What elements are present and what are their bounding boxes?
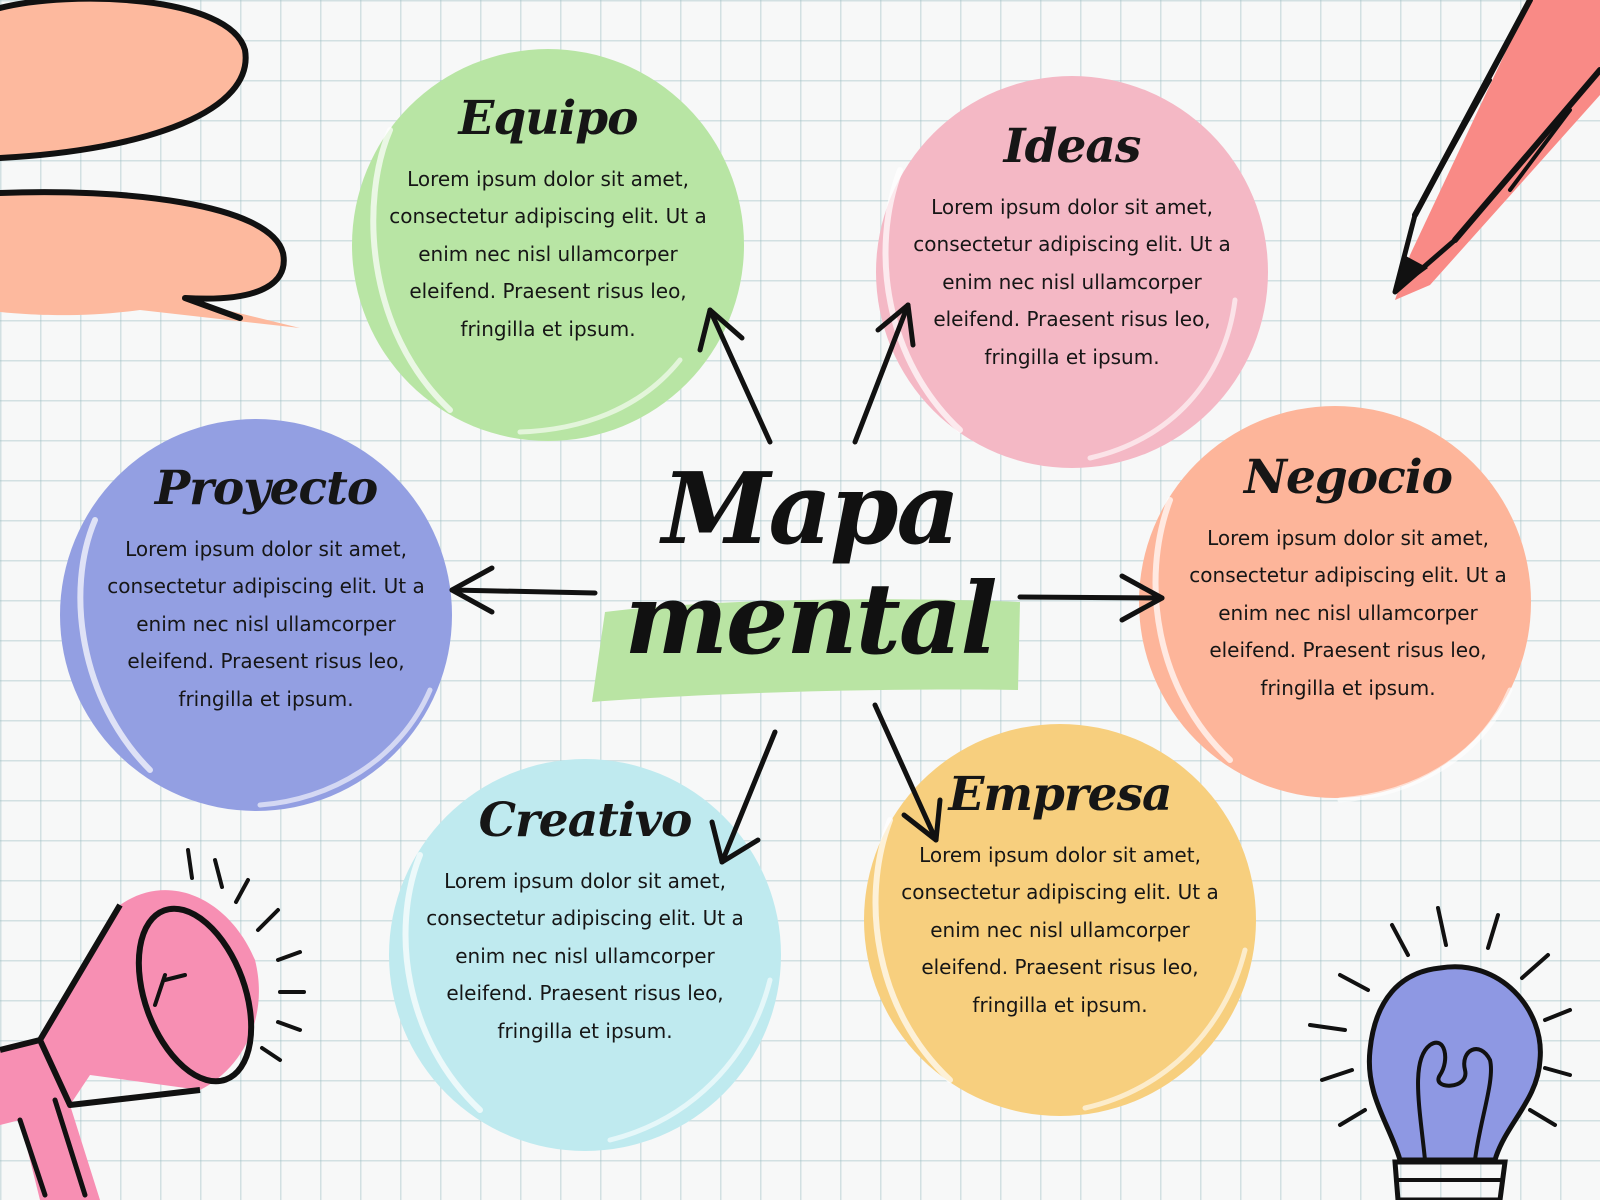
node-body-line: fringilla et ipsum. — [972, 992, 1148, 1017]
node-title: Creativo — [478, 793, 693, 848]
node-body-line: enim nec nisl ullamcorper — [418, 241, 678, 266]
center-title-line-1: Mapa — [661, 452, 960, 567]
node-body-line: consectetur adipiscing elit. Ut a — [1189, 563, 1507, 588]
node-body-line: fringilla et ipsum. — [1260, 675, 1436, 700]
node-body: Lorem ipsum dolor sit amet, consectetur … — [880, 837, 1240, 1025]
megaphone-icon — [0, 848, 306, 1200]
arrow-to-proyecto — [449, 565, 598, 615]
pencil-icon — [1392, 0, 1600, 300]
node-body-line: fringilla et ipsum. — [984, 344, 1160, 369]
node-body-line: enim nec nisl ullamcorper — [942, 269, 1202, 294]
arrow-to-equipo — [697, 307, 773, 445]
arrow-to-negocio — [1017, 573, 1165, 623]
node-body-line: enim nec nisl ullamcorper — [455, 943, 715, 968]
node-body: Lorem ipsum dolor sit amet, consectetur … — [405, 863, 765, 1051]
node-body-line: fringilla et ipsum. — [178, 686, 354, 711]
node-body: Lorem ipsum dolor sit amet, consectetur … — [368, 161, 728, 349]
node-title: Proyecto — [154, 461, 378, 516]
title-highlight-brush — [592, 599, 1020, 702]
node-body-line: consectetur adipiscing elit. Ut a — [426, 906, 744, 931]
node-body-line: Lorem ipsum dolor sit amet, — [1207, 525, 1489, 550]
arrow-to-creativo — [709, 729, 778, 865]
node-body: Lorem ipsum dolor sit amet, consectetur … — [86, 531, 446, 719]
node-empresa: Empresa Lorem ipsum dolor sit amet, cons… — [880, 769, 1240, 1024]
node-circle-ideas — [876, 76, 1268, 468]
node-body-line: eleifend. Praesent risus leo, — [127, 649, 405, 674]
node-circle-empresa — [864, 724, 1256, 1116]
node-body-line: enim nec nisl ullamcorper — [930, 917, 1190, 942]
node-creativo: Creativo Lorem ipsum dolor sit amet, con… — [405, 795, 765, 1050]
node-proyecto: Proyecto Lorem ipsum dolor sit amet, con… — [86, 463, 446, 718]
node-body-line: fringilla et ipsum. — [497, 1018, 673, 1043]
node-title: Equipo — [458, 91, 639, 146]
node-body-line: enim nec nisl ullamcorper — [1218, 600, 1478, 625]
node-circle-negocio — [1139, 406, 1531, 803]
node-body-line: eleifend. Praesent risus leo, — [409, 279, 687, 304]
light-bulb-icon — [1308, 906, 1572, 1200]
node-body-line: eleifend. Praesent risus leo, — [446, 981, 724, 1006]
node-body-line: eleifend. Praesent risus leo, — [933, 307, 1211, 332]
node-circle-creativo — [389, 759, 781, 1151]
node-ideas: Ideas Lorem ipsum dolor sit amet, consec… — [892, 121, 1252, 376]
node-body-line: Lorem ipsum dolor sit amet, — [931, 194, 1213, 219]
node-circle-equipo — [352, 49, 744, 441]
node-body-line: Lorem ipsum dolor sit amet, — [125, 536, 407, 561]
node-body: Lorem ipsum dolor sit amet, consectetur … — [892, 189, 1252, 377]
node-body-line: Lorem ipsum dolor sit amet, — [407, 166, 689, 191]
node-body-line: consectetur adipiscing elit. Ut a — [389, 204, 707, 229]
node-body-line: enim nec nisl ullamcorper — [136, 611, 396, 636]
node-title: Ideas — [1003, 119, 1142, 174]
arrow-to-ideas — [852, 302, 916, 445]
node-title: Negocio — [1244, 450, 1453, 505]
node-body: Lorem ipsum dolor sit amet, consectetur … — [1168, 520, 1528, 708]
node-title: Empresa — [948, 767, 1173, 822]
node-body-line: consectetur adipiscing elit. Ut a — [107, 574, 425, 599]
node-body-line: fringilla et ipsum. — [460, 316, 636, 341]
node-body-line: consectetur adipiscing elit. Ut a — [913, 232, 1231, 257]
center-title-line-2: mental — [624, 562, 997, 677]
node-body-line: consectetur adipiscing elit. Ut a — [901, 880, 1219, 905]
node-circle-proyecto — [60, 419, 452, 811]
node-negocio: Negocio Lorem ipsum dolor sit amet, cons… — [1168, 452, 1528, 707]
center-title: Mapa mental — [590, 455, 1030, 675]
node-equipo: Equipo Lorem ipsum dolor sit amet, conse… — [368, 93, 728, 348]
node-body-line: eleifend. Praesent risus leo, — [921, 955, 1199, 980]
arrow-to-empresa — [872, 702, 943, 843]
node-body-line: Lorem ipsum dolor sit amet, — [919, 842, 1201, 867]
node-body-line: eleifend. Praesent risus leo, — [1209, 638, 1487, 663]
speech-bubbles-icon — [0, 0, 300, 328]
node-body-line: Lorem ipsum dolor sit amet, — [444, 868, 726, 893]
